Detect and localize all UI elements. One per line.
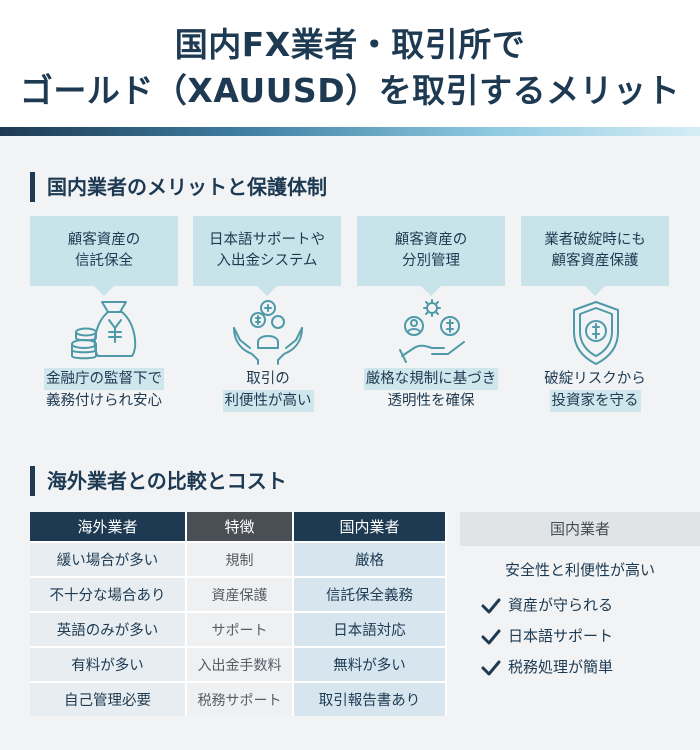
header-domestic: 国内業者 bbox=[294, 512, 447, 541]
list-item: 資産が守られる bbox=[480, 590, 700, 621]
card-line: 分別管理 bbox=[402, 253, 460, 269]
merit-card-segregation: 顧客資産の 分別管理 bbox=[357, 216, 505, 296]
caption-trust: 金融庁の監督下で 義務付けられ安心 bbox=[24, 368, 184, 412]
caption-line: 利便性が高い bbox=[222, 390, 314, 412]
caption-line: 投資家を守る bbox=[549, 390, 641, 412]
card-line: 日本語サポートや bbox=[209, 232, 325, 248]
caption-support: 取引の 利便性が高い bbox=[188, 368, 348, 412]
list-item-label: 資産が守られる bbox=[508, 596, 614, 614]
panel-checklist: 資産が守られる 日本語サポート 税務処理が簡単 bbox=[460, 590, 700, 683]
overseas-cell: 英語のみが多い bbox=[30, 611, 187, 646]
title-line-2: ゴールド（XAUUSD）を取引するメリット bbox=[19, 71, 681, 110]
card-line: 顧客資産保護 bbox=[551, 253, 639, 269]
feature-cell: 税務サポート bbox=[187, 681, 294, 716]
merit-card-trust: 顧客資産の 信託保全 bbox=[30, 216, 178, 296]
domestic-cell: 取引報告書あり bbox=[294, 681, 447, 716]
header-feature: 特徴 bbox=[187, 512, 294, 541]
domestic-cell: 厳格 bbox=[294, 541, 447, 576]
check-icon bbox=[481, 660, 501, 675]
table-row: 自己管理必要 税務サポート 取引報告書あり bbox=[30, 681, 447, 716]
header: 国内FX業者・取引所で ゴールド（XAUUSD）を取引するメリット bbox=[0, 0, 700, 135]
money-bag-coins-icon bbox=[71, 301, 137, 360]
section-heading-merits: 国内業者のメリットと保護体制 bbox=[30, 172, 327, 202]
card-line: 業者破綻時にも bbox=[544, 232, 646, 248]
feature-cell: 入出金手数料 bbox=[187, 646, 294, 681]
list-item-label: 日本語サポート bbox=[508, 627, 614, 645]
caption-line: 取引の bbox=[246, 371, 290, 387]
title-line-1: 国内FX業者・取引所で bbox=[174, 25, 526, 64]
card-line: 顧客資産の bbox=[67, 232, 141, 248]
domestic-cell: 日本語対応 bbox=[294, 611, 447, 646]
merit-card-bankruptcy: 業者破綻時にも 顧客資産保護 bbox=[521, 216, 669, 296]
domestic-cell: 信託保全義務 bbox=[294, 576, 447, 611]
page-title: 国内FX業者・取引所で ゴールド（XAUUSD）を取引するメリット bbox=[0, 22, 700, 114]
list-item: 税務処理が簡単 bbox=[480, 652, 700, 683]
header-gradient-rule bbox=[0, 127, 700, 136]
overseas-cell: 不十分な場合あり bbox=[30, 576, 187, 611]
card-line: 信託保全 bbox=[75, 253, 133, 269]
check-icon bbox=[481, 598, 501, 613]
caption-line: 破綻リスクから bbox=[544, 371, 646, 387]
table-row: 有料が多い 入出金手数料 無料が多い bbox=[30, 646, 447, 681]
caption-segregation: 厳格な規制に基づき 透明性を確保 bbox=[351, 368, 511, 412]
caption-line: 透明性を確保 bbox=[387, 393, 475, 409]
overseas-cell: 有料が多い bbox=[30, 646, 187, 681]
caption-line: 金融庁の監督下で bbox=[44, 368, 164, 390]
panel-summary: 安全性と利便性が高い bbox=[504, 561, 655, 579]
list-item: 日本語サポート bbox=[480, 621, 700, 652]
domestic-summary-panel: 国内業者 安全性と利便性が高い 資産が守られる 日本語サポート 税務処理が簡単 bbox=[460, 512, 700, 683]
card-line: 顧客資産の bbox=[394, 232, 468, 248]
caption-line: 厳格な規制に基づき bbox=[363, 368, 499, 390]
check-icon bbox=[481, 629, 501, 644]
list-item-label: 税務処理が簡単 bbox=[508, 658, 614, 676]
hands-coins-icon bbox=[233, 300, 303, 365]
section-heading-comparison: 海外業者との比較とコスト bbox=[30, 466, 287, 496]
table-row: 緩い場合が多い 規制 厳格 bbox=[30, 541, 447, 576]
feature-cell: 資産保護 bbox=[187, 576, 294, 611]
table-row: 不十分な場合あり 資産保護 信託保全義務 bbox=[30, 576, 447, 611]
merit-card-support: 日本語サポートや 入出金システム bbox=[193, 216, 341, 296]
hand-people-gear-icon bbox=[399, 299, 465, 363]
table-header-row: 海外業者 特徴 国内業者 bbox=[30, 512, 447, 541]
card-line: 入出金システム bbox=[216, 253, 318, 269]
domestic-cell: 無料が多い bbox=[294, 646, 447, 681]
comparison-table: 海外業者 特徴 国内業者 緩い場合が多い 規制 厳格 不十分な場合あり 資産保護… bbox=[30, 512, 447, 716]
panel-heading: 国内業者 bbox=[460, 512, 700, 546]
table-row: 英語のみが多い サポート 日本語対応 bbox=[30, 611, 447, 646]
overseas-cell: 自己管理必要 bbox=[30, 681, 187, 716]
feature-cell: 規制 bbox=[187, 541, 294, 576]
overseas-cell: 緩い場合が多い bbox=[30, 541, 187, 576]
feature-cell: サポート bbox=[187, 611, 294, 646]
shield-dollar-icon bbox=[573, 301, 619, 365]
caption-bankruptcy: 破綻リスクから 投資家を守る bbox=[515, 368, 675, 412]
caption-line: 義務付けられ安心 bbox=[46, 393, 162, 409]
header-overseas: 海外業者 bbox=[30, 512, 187, 541]
